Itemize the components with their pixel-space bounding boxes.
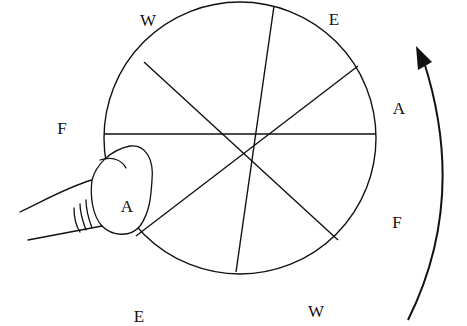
pointing-hand — [20, 146, 152, 240]
sector-letter: E — [329, 11, 339, 28]
sector-letter: F — [57, 120, 66, 137]
arrow-head — [416, 46, 432, 70]
sector-line — [104, 133, 376, 134]
sector-letter: F — [392, 214, 401, 231]
sector-line — [136, 66, 358, 236]
sector-letter: E — [134, 308, 144, 325]
sector-letter: A — [393, 100, 405, 117]
sector-letter: W — [140, 12, 156, 29]
wheel-circle — [104, 2, 376, 274]
sector-letter: W — [308, 303, 324, 320]
sector-letter: A — [121, 198, 133, 215]
sector-line — [236, 6, 274, 272]
rotation-arrow — [408, 62, 443, 320]
sector-line — [144, 62, 338, 240]
